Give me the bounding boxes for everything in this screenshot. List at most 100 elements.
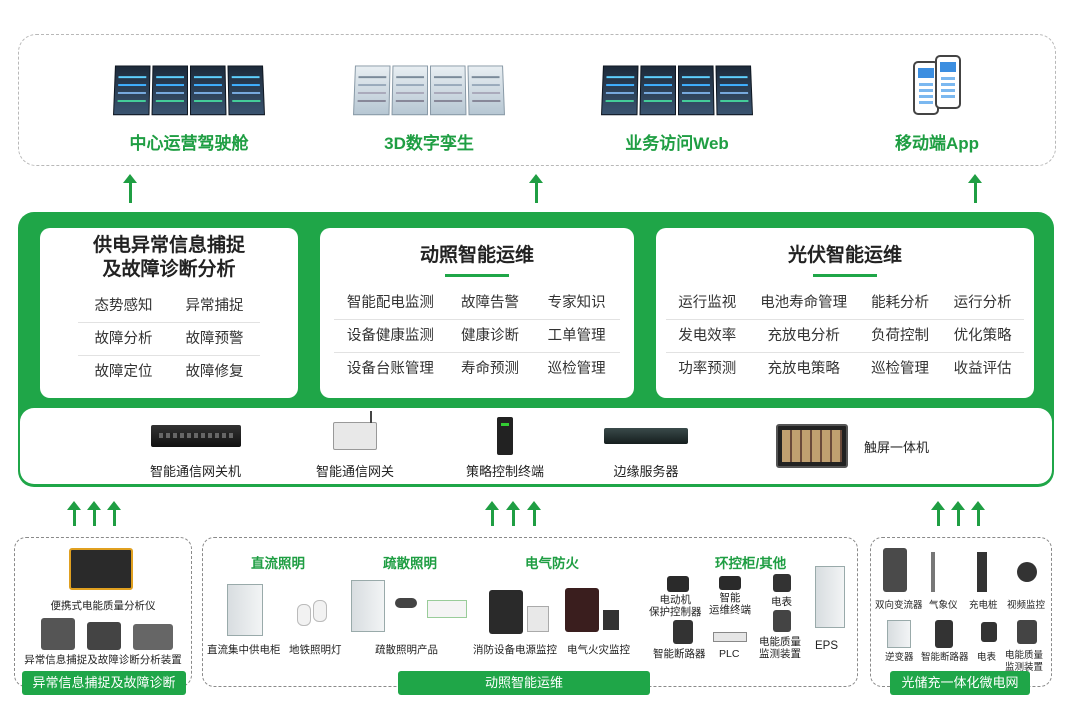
mobile-phone-icon [837,53,1037,115]
app-label: 移动端App [894,134,980,153]
device-label: 直流集中供电柜 [207,644,281,656]
feature-item: 故障预警 [169,323,260,356]
weather-station-icon [931,552,935,592]
device-controller[interactable]: 策略控制终端 [466,416,544,480]
up-arrow-icon [506,501,520,526]
app-label: 中心运营驾驶舱 [129,134,249,153]
module-icon [527,606,549,632]
device-label: 地铁照明灯 [289,644,342,656]
fire-alarm-monitor-icon [565,588,599,632]
module-card-pv-om[interactable]: 光伏智能运维 运行监视 电池寿命管理 能耗分析 运行分析 发电效率 充放电分析 … [656,228,1034,398]
pq-monitor-icon [773,610,791,632]
feature-item: 发电效率 [666,320,749,353]
feature-item: 运行分析 [941,287,1024,320]
section-title: 直流照明 [251,556,305,571]
meter-icon [773,574,791,592]
device-label: 疏散照明产品 [375,644,438,656]
device-label: 便携式电能质量分析仪 [50,600,156,612]
controller-icon [466,416,544,456]
feature-item: 健康诊断 [446,320,534,353]
device-touch-panel[interactable]: 触屏一体机 [776,416,929,476]
device-edge-server[interactable]: 边缘服务器 [604,416,688,480]
field-box-lighting: 直流照明 疏散照明 电气防火 环控柜/其他 直流集中供电柜 地铁照明灯 疏散照明… [202,537,858,687]
device-label: 边缘服务器 [613,464,679,479]
device-label: 电能质量监测装置 [759,636,801,660]
device-label: EPS [815,640,839,652]
up-arrow-icon [529,174,543,203]
app-mobile[interactable]: 移动端App [837,53,1037,154]
module-title: 动照智能运维 [419,245,534,266]
field-box-microgrid: 双向变流器 气象仪 充电桩 视频监控 逆变器 智能断路器 电表 电能质量监测装置 [870,537,1052,687]
device-label: 智能断路器 [653,648,706,660]
device-label: 策略控制终端 [466,464,545,479]
device-rack-gateway[interactable]: 智能通信网关机 [150,416,241,480]
dc-cabinet-icon [227,584,263,636]
feature-item: 充放电分析 [748,320,859,353]
feature-item: 电池寿命管理 [748,287,859,320]
feature-item: 工单管理 [533,320,620,353]
title-underline [813,274,877,277]
module-card-lighting-om[interactable]: 动照智能运维 智能配电监测 故障告警 专家知识 设备健康监测 健康诊断 工单管理… [320,228,634,398]
app-cockpit[interactable]: 中心运营驾驶舱 [89,53,289,154]
device-label: 智能断路器 [921,652,969,663]
touch-panel-icon [776,416,848,476]
feature-item: 故障定位 [94,364,153,380]
feature-item: 负荷控制 [858,320,942,353]
device-label: 电动机保护控制器 [649,594,702,618]
emergency-light-icon [395,598,417,608]
module-title: 供电异常信息捕捉 及故障诊断分析 [92,235,245,280]
metro-light-icon [297,604,311,626]
device-strip: 智能通信网关机 智能通信网关 策略控制终端 边缘服务器 触屏一体机 [20,408,1052,484]
device-din-gateway[interactable]: 智能通信网关 [316,411,394,480]
feature-item: 巡检管理 [871,361,930,377]
device-label: 电表 [977,652,997,663]
device-label: 逆变器 [885,652,914,663]
module-card-fault-diagnosis[interactable]: 供电异常信息捕捉 及故障诊断分析 态势感知 异常捕捉 故障分析 故障预警 故障定… [40,228,298,398]
app-label: 业务访问Web [625,134,729,153]
app-web[interactable]: 业务访问Web [577,53,777,154]
feature-item: 专家知识 [533,287,620,320]
section-tag: 动照智能运维 [398,671,650,695]
feature-item: 寿命预测 [460,361,519,377]
smart-breaker-icon [935,620,953,648]
motor-controller-icon [667,576,689,592]
device-label: PLC [719,648,740,660]
up-arrow-icon [527,501,541,526]
device-label: 视频监控 [1007,600,1046,611]
feature-item: 能耗分析 [858,287,942,320]
app-digital-twin[interactable]: 3D数字孪生 [329,53,529,154]
charging-pile-icon [977,552,987,592]
device-label: 充电桩 [969,600,998,611]
up-arrow-icon [931,501,945,526]
device-label: 电能质量监测装置 [1005,650,1044,673]
metro-light-icon [313,600,327,622]
evac-cabinet-icon [351,580,385,632]
application-layer: 中心运营驾驶舱 3D数字孪生 业务访问Web 移动端App [18,34,1056,166]
video-camera-icon [1017,562,1037,582]
analyzer-device-icon [133,624,173,650]
feature-item: 巡检管理 [547,361,606,377]
din-gateway-icon [316,411,394,456]
up-arrow-icon [87,501,101,526]
device-label: 消防设备电源监控 [473,644,557,656]
fire-power-monitor-icon [489,590,523,634]
device-label: 智能通信网关机 [150,464,242,479]
module-icon [603,610,619,630]
feature-item: 设备台账管理 [346,361,434,377]
pq-monitor-icon [1017,620,1037,644]
module-title: 光伏智能运维 [787,245,902,266]
feature-item: 功率预测 [678,361,737,377]
bidirectional-converter-icon [883,548,907,592]
section-tag: 异常信息捕捉及故障诊断 [22,671,186,695]
up-arrow-icon [485,501,499,526]
device-label: 电气火灾监控 [567,644,630,656]
feature-item: 设备健康监测 [334,320,447,353]
module-feature-grid: 态势感知 异常捕捉 故障分析 故障预警 故障定位 故障修复 [40,282,298,389]
up-arrow-icon [951,501,965,526]
feature-item: 故障修复 [185,364,244,380]
feature-item: 优化策略 [941,320,1024,353]
web-screen-icon [577,53,777,116]
om-terminal-icon [719,576,741,590]
portable-analyzer-icon [69,548,133,590]
meter-icon [981,622,997,642]
